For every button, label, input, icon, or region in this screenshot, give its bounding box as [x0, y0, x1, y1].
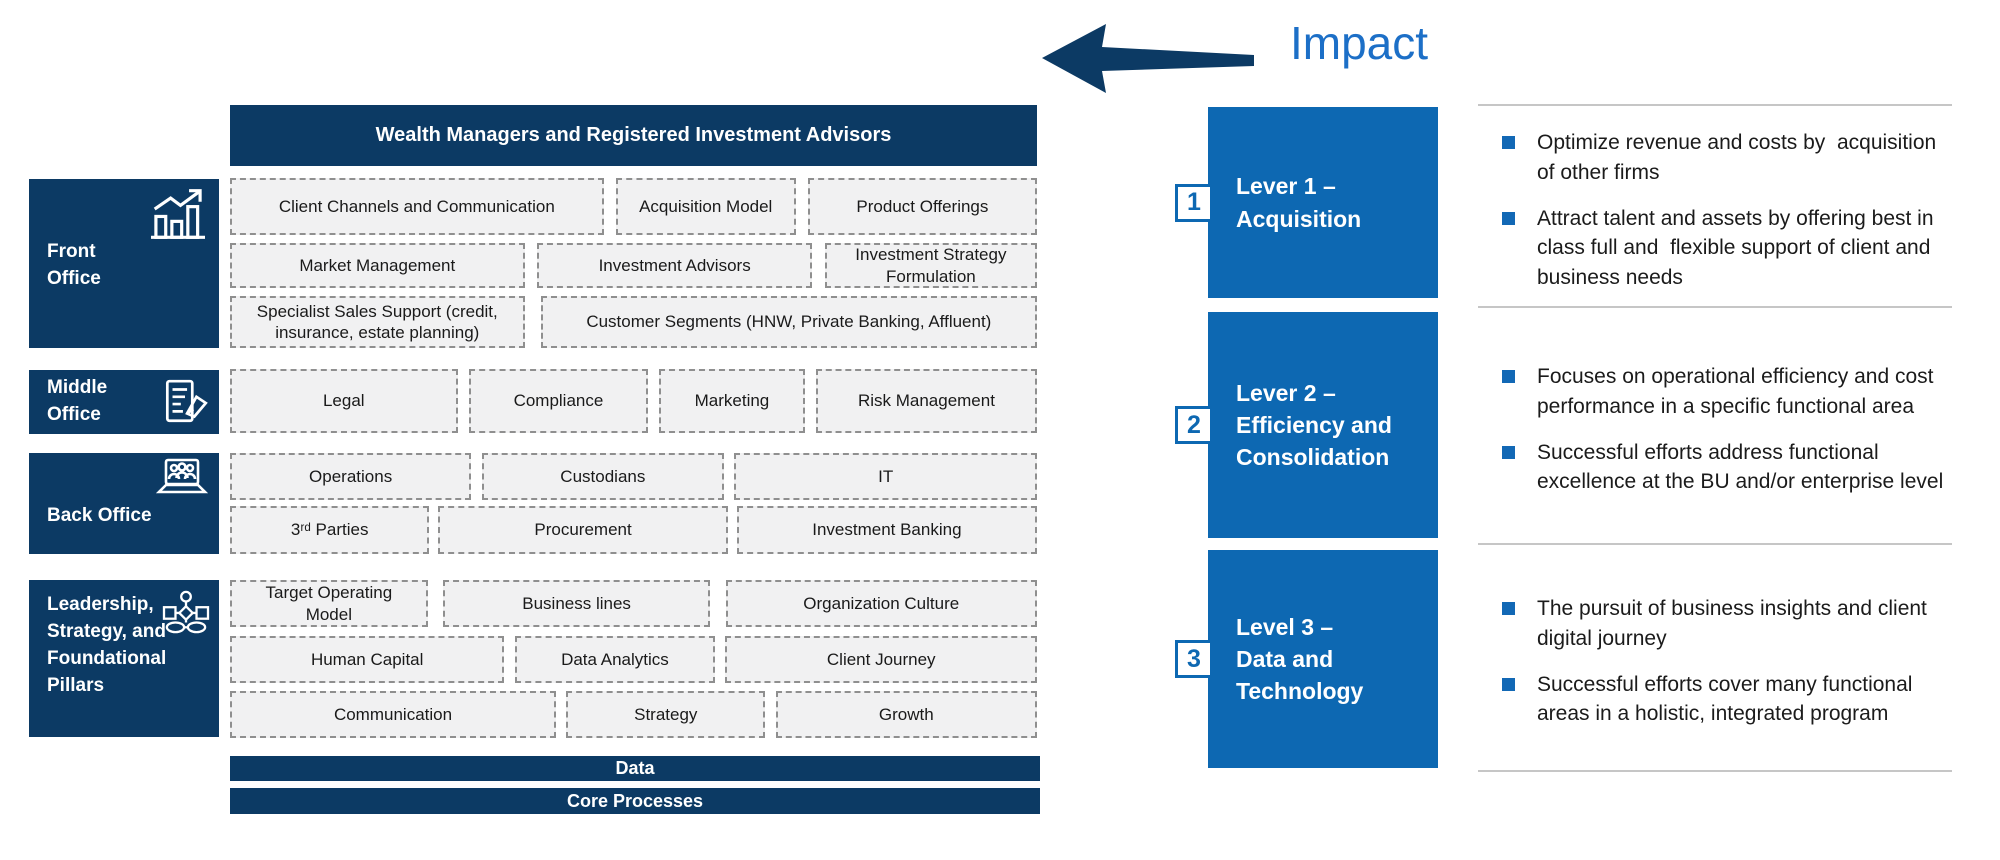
bullet-item: Attract talent and assets by offering be…	[1502, 204, 1954, 293]
group-label-text: Middle Office	[47, 377, 108, 425]
grid-box: Procurement	[437, 506, 729, 554]
grid-row-front-2: Market Management Investment Advisors In…	[230, 243, 1037, 288]
group-label-front-office: Front Office	[29, 179, 219, 348]
grid-box: Data Analytics	[515, 636, 715, 683]
grid-box: Client Journey	[725, 636, 1037, 683]
lever-1-bullets: Optimize revenue and costs by acquisitio…	[1502, 128, 1954, 309]
grid-box: Client Channels and Communication	[230, 178, 604, 235]
grid-row-middle-1: Legal Compliance Marketing Risk Manageme…	[230, 369, 1037, 433]
bullet-square-icon	[1502, 211, 1515, 225]
grid-box: Organization Culture	[725, 580, 1037, 627]
lever-card-2: 2 Lever 2 – Efficiency and Consolidation	[1175, 312, 1438, 538]
grid-row-back-1: Operations Custodians IT	[230, 453, 1037, 500]
lever-card-1: 1 Lever 1 – Acquisition	[1175, 107, 1438, 298]
grid-row-leadership-3: Communication Strategy Growth	[230, 691, 1037, 738]
grid-box: Compliance	[468, 369, 649, 433]
lever-number-badge: 2	[1175, 406, 1213, 444]
data-bar: Data	[230, 756, 1040, 781]
grid-box: Communication	[230, 691, 557, 738]
bullet-square-icon	[1502, 136, 1515, 149]
bullet-item: Focuses on operational efficiency and co…	[1502, 362, 1954, 422]
grid-box: Investment Advisors	[537, 243, 813, 288]
lever-number-badge: 1	[1175, 183, 1213, 222]
grid-box: Investment Banking	[736, 506, 1037, 554]
grid-row-leadership-1: Target Operating Model Business lines Or…	[230, 580, 1037, 627]
grid-row-leadership-2: Human Capital Data Analytics Client Jour…	[230, 636, 1037, 683]
grid-box: Growth	[775, 691, 1037, 738]
org-chart-icon	[162, 590, 210, 634]
grid-box: Custodians	[481, 453, 724, 500]
group-label-leadership: Leadership, Strategy, and Foundational P…	[29, 580, 219, 737]
grid-box: Customer Segments (HNW, Private Banking,…	[540, 296, 1037, 348]
separator-line	[1478, 104, 1952, 106]
lever-title: Lever 1 – Acquisition	[1236, 173, 1362, 232]
bullet-square-icon	[1502, 370, 1515, 383]
grid-box: Operations	[230, 453, 472, 500]
bullet-square-icon	[1502, 602, 1515, 615]
grid-box: Market Management	[230, 243, 525, 288]
lever-2-bullets: Focuses on operational efficiency and co…	[1502, 362, 1954, 513]
bullet-item: The pursuit of business insights and cli…	[1502, 594, 1954, 654]
lever-number-badge: 3	[1175, 640, 1213, 678]
impact-left-arrow-icon	[1042, 24, 1254, 93]
grid-box: Investment Strategy Formulation	[824, 243, 1037, 288]
bullet-text: Successful efforts cover many functional…	[1537, 672, 1919, 726]
grid-box: Human Capital	[230, 636, 505, 683]
group-label-back-office: Back Office	[29, 453, 219, 554]
separator-line	[1478, 306, 1952, 308]
bullet-item: Successful efforts cover many functional…	[1502, 670, 1954, 730]
grid-row-back-2: 3ʳᵈ Parties Procurement Investment Banki…	[230, 506, 1037, 554]
grid-box: IT	[734, 453, 1037, 500]
grid-row-front-1: Client Channels and Communication Acquis…	[230, 178, 1037, 235]
bullet-text: Optimize revenue and costs by acquisitio…	[1537, 131, 1943, 184]
bar-chart-growth-icon	[151, 189, 205, 239]
group-label-text: Back Office	[47, 505, 152, 526]
bullet-square-icon	[1502, 445, 1515, 459]
group-label-middle-office: Middle Office	[29, 370, 219, 434]
grid-box: Legal	[230, 369, 458, 433]
group-label-text: Leadership, Strategy, and Foundational P…	[47, 594, 167, 696]
grid-box: Product Offerings	[807, 178, 1037, 235]
core-processes-bar: Core Processes	[230, 788, 1040, 814]
laptop-team-icon	[155, 458, 209, 494]
bullet-text: Attract talent and assets by offering be…	[1537, 206, 1940, 290]
lever-title: Level 3 – Data and Technology	[1236, 613, 1364, 705]
group-label-text: Front Office	[47, 241, 101, 289]
separator-line	[1478, 770, 1952, 772]
impact-label: Impact	[1290, 17, 1429, 69]
grid-box: Business lines	[443, 580, 710, 627]
grid-box: Marketing	[659, 369, 805, 433]
lever-title: Lever 2 – Efficiency and Consolidation	[1236, 379, 1392, 471]
bullet-item: Successful efforts address functional ex…	[1502, 438, 1954, 498]
bullet-item: Optimize revenue and costs by acquisitio…	[1502, 128, 1954, 188]
grid-box: Target Operating Model	[230, 580, 428, 627]
matrix-header: Wealth Managers and Registered Investmen…	[230, 105, 1037, 166]
lever-3-bullets: The pursuit of business insights and cli…	[1502, 594, 1954, 745]
grid-box: Strategy	[566, 691, 766, 738]
grid-box: 3ʳᵈ Parties	[230, 506, 430, 554]
lever-card-3: 3 Level 3 – Data and Technology	[1175, 550, 1438, 768]
grid-box: Specialist Sales Support (credit, insura…	[230, 296, 525, 348]
bullet-text: Successful efforts address functional ex…	[1537, 440, 1944, 494]
grid-box: Acquisition Model	[615, 178, 796, 235]
bullet-text: The pursuit of business insights and cli…	[1537, 597, 1933, 650]
bullet-square-icon	[1502, 677, 1515, 691]
separator-line	[1478, 543, 1952, 545]
grid-box: Risk Management	[815, 369, 1037, 433]
grid-row-front-3: Specialist Sales Support (credit, insura…	[230, 296, 1037, 348]
bullet-text: Focuses on operational efficiency and co…	[1537, 365, 1940, 418]
document-pen-icon	[165, 379, 208, 423]
